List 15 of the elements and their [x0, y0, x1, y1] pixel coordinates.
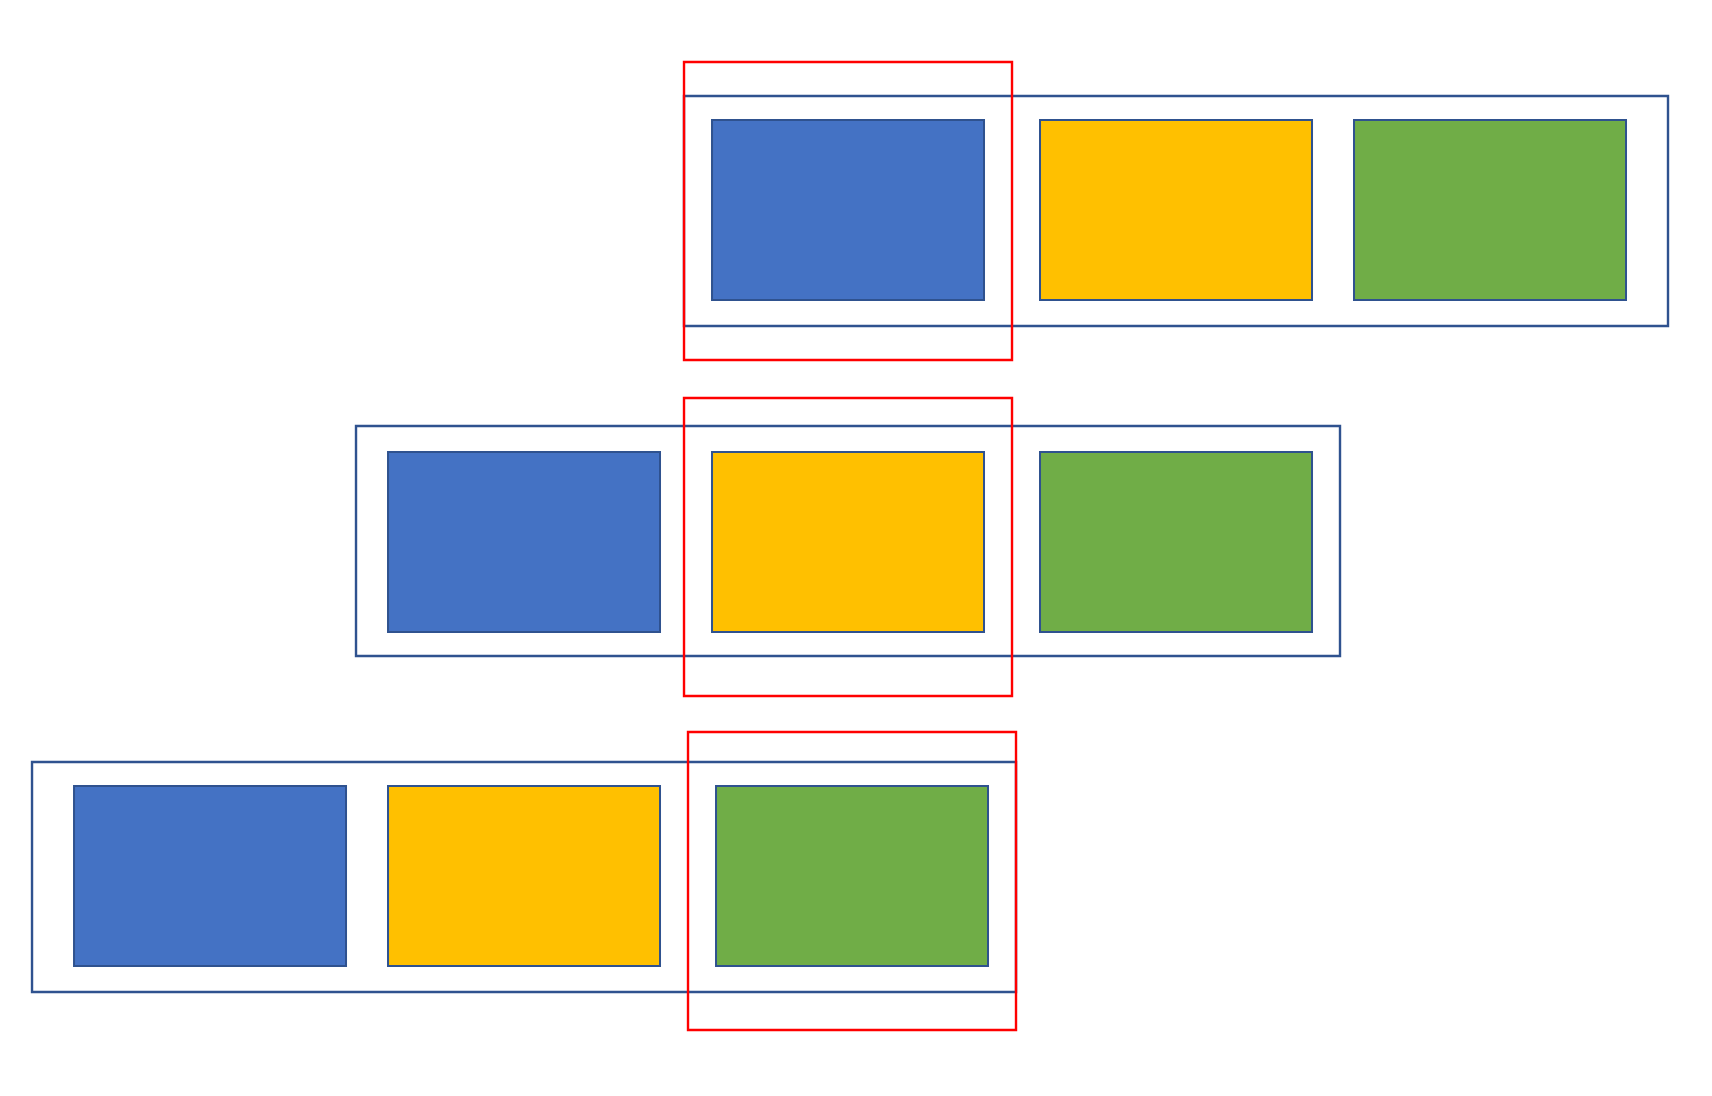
- filled-rectangle: [73, 785, 347, 967]
- row-frame: [30, 760, 1018, 994]
- filled-rectangle: [711, 119, 985, 301]
- highlight-frame: [682, 60, 1014, 362]
- filled-rectangle: [1039, 451, 1313, 633]
- filled-rectangle: [715, 785, 989, 967]
- filled-rectangle: [387, 785, 661, 967]
- filled-rectangle: [1353, 119, 1627, 301]
- filled-rectangle: [1039, 119, 1313, 301]
- filled-rectangle: [711, 451, 985, 633]
- row-frame: [354, 424, 1342, 658]
- highlight-frame: [682, 396, 1014, 698]
- row-frame: [682, 94, 1670, 328]
- filled-rectangle: [387, 451, 661, 633]
- highlight-frame: [686, 730, 1018, 1032]
